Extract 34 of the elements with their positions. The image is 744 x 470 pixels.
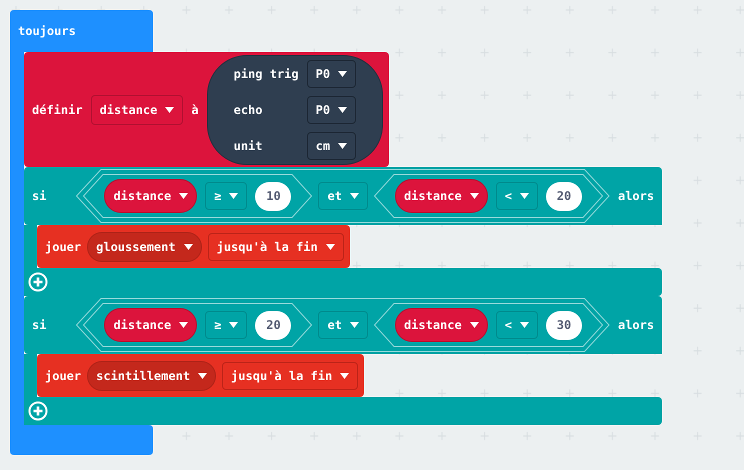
operator-dropdown: et	[318, 182, 368, 210]
variable-dropdown: distance	[90, 94, 184, 124]
block-label: si	[32, 318, 46, 332]
sensor-block	[206, 54, 384, 164]
play-sound-block	[37, 225, 350, 268]
set-variable-block	[24, 52, 390, 167]
block-label: ping trig	[234, 66, 299, 80]
dropdown: P0	[306, 60, 356, 88]
variable-dropdown: distance	[394, 179, 488, 213]
operator-dropdown: ≥	[205, 182, 248, 210]
block-label: echo	[234, 102, 264, 116]
block-label: alors	[618, 318, 654, 332]
block-label: toujours	[18, 24, 76, 38]
block-label: jouer	[45, 240, 82, 254]
block-label: alors	[618, 189, 654, 203]
sound-dropdown: scintillement	[87, 360, 216, 390]
block-label: jouer	[45, 368, 82, 382]
variable-dropdown: distance	[394, 308, 488, 342]
play-sound-block	[37, 354, 364, 397]
variable-dropdown: distance	[104, 179, 198, 213]
block-label: unit	[234, 138, 264, 152]
mode-dropdown: jusqu'à la fin	[208, 232, 344, 260]
sound-dropdown: gloussement	[87, 232, 202, 262]
operator-dropdown: ≥	[205, 311, 248, 339]
block-label: définir	[32, 102, 83, 116]
operator-dropdown: <	[496, 182, 538, 210]
operator-dropdown: et	[318, 311, 368, 339]
mode-dropdown: jusqu'à la fin	[222, 362, 358, 390]
operator-dropdown: <	[496, 311, 538, 339]
block-label: à	[191, 102, 199, 116]
block-label: si	[32, 189, 46, 203]
dropdown: cm	[306, 132, 356, 160]
variable-dropdown: distance	[104, 308, 198, 342]
dropdown: P0	[306, 96, 356, 124]
